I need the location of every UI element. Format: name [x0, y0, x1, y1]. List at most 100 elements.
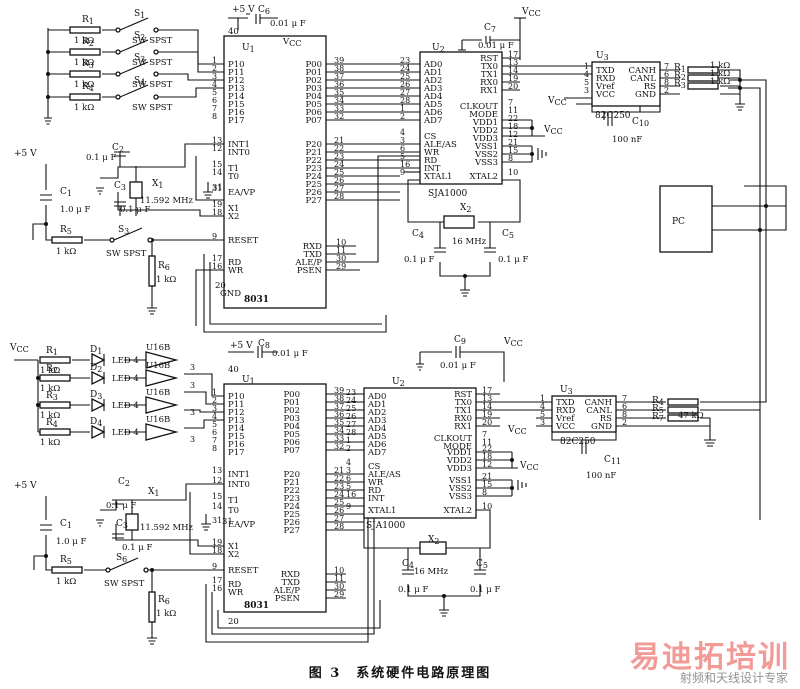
top-u2-right-pin-name: RX1 [480, 86, 498, 96]
bottom-led-resistor-ref: R4 [46, 418, 58, 429]
bottom-u1-p2-name: P26 [283, 518, 300, 528]
bottom-u1-ctrl-number: 30 [334, 582, 344, 591]
top-u1-p0-name: P05 [305, 100, 322, 110]
top-input-resistor-ref-letter: R [82, 37, 89, 47]
top-u2-right-pin-name: TX1 [481, 70, 498, 80]
bottom-buffer-icon [145, 369, 179, 387]
top-x1-value: 11.592 MHz [140, 196, 194, 206]
top-u2-left-pin-name: AD2 [423, 76, 442, 86]
bottom-u2-right-pin-name: RST [454, 390, 472, 400]
bottom-u2-left-pin-number: 3 [346, 466, 351, 475]
bottom-r47-value: 47 kΩ [678, 411, 704, 421]
top-u2-left-pin-number: 6 [400, 144, 405, 153]
bottom-u1-ctrl-name: PSEN [275, 594, 301, 604]
bottom-u2-left-pin-name: WR [368, 478, 384, 488]
bottom-reset-switch-ref: S6 [116, 553, 127, 564]
top-input-switch-contact-a [115, 27, 121, 33]
bottom-reset-switch-ref-index: 6 [122, 555, 127, 564]
bottom-u1-p0-name: P05 [283, 430, 300, 440]
top-input-switch-contact-a [115, 49, 121, 55]
bottom-u1-pin-number: 2 [212, 396, 217, 405]
top-u2-left-pin-number: 4 [400, 128, 405, 137]
bottom-led-ref: D3 [90, 390, 102, 401]
top-reset-resistor [51, 236, 83, 244]
top-c6-value: 0.01 μ F [270, 19, 306, 29]
bottom-u1-pin-number: 17 [212, 576, 222, 585]
top-input-switch-contact-b [153, 71, 159, 77]
bottom-u3-right-pin-number: 2 [622, 418, 627, 427]
top-u2-left-pin-name: AD6 [423, 108, 442, 118]
top-u1-pin-number: 8 [212, 112, 217, 121]
figure-caption: 图 3 系统硬件电路原理图 [308, 666, 492, 681]
top-c4-ref: C4 [412, 229, 424, 240]
top-bus-resistor-ref: R3 [674, 79, 686, 90]
top-u1-pin-number: 4 [212, 80, 217, 89]
bottom-led-resistor-value: 1 kΩ [40, 384, 60, 394]
top-input-switch-lever [119, 39, 149, 53]
top-c7-value: 0.01 μ F [478, 41, 514, 51]
bottom-u1-ctrl-number: 11 [334, 574, 344, 583]
bottom-bus-resistor-ref-index: 5 [659, 406, 664, 415]
bottom-u2-left-pin-name: AD1 [367, 400, 386, 410]
top-u2-left-pin-number: 27 [400, 88, 410, 97]
bottom-u1-p0-number: 38 [334, 394, 344, 403]
bottom-u1-pin-name: INT1 [228, 470, 250, 480]
top-u1-pin-name: GND [220, 289, 241, 299]
top-u1-p0-name: P04 [305, 92, 322, 102]
top-u1-pin40: 40 [228, 27, 239, 37]
bottom-u1-p2-number: 28 [334, 522, 344, 531]
bottom-u2-left-pin-name: ALE/AS [367, 470, 401, 480]
top-u2-right-pin-name: VDD1 [472, 118, 498, 128]
bottom-led-resistor-ref: R3 [46, 391, 58, 402]
bottom-pulldown-resistor-value: 1 kΩ [156, 609, 176, 619]
top-bus-resistor-ref-letter: R [674, 71, 681, 81]
bottom-led-resistor-ref-letter: R [46, 346, 53, 356]
top-u2-ref: U2 [432, 43, 445, 54]
top-u3-right-pin-number: 6 [664, 70, 669, 79]
bottom-u1-p2-number: 25 [334, 498, 344, 507]
bottom-u1-p2-number: 23 [334, 482, 344, 491]
bottom-x2-value: 16 MHz [414, 567, 449, 577]
top-u1-ctrl-number: 11 [336, 246, 346, 255]
top-c7-ref: C7 [484, 23, 496, 34]
top-input-resistor [69, 26, 101, 34]
top-u2-right-pin-number: 20 [508, 82, 518, 91]
bottom-pulldown-resistor [148, 591, 156, 623]
bottom-u2-right-pin-number: 7 [482, 430, 487, 439]
top-pulldown-resistor-value: 1 kΩ [156, 275, 176, 285]
bottom-u1-p0-name: P07 [283, 446, 300, 456]
bottom-led-resistor-ref-index: 2 [53, 366, 58, 375]
top-u2-left-pin-number: 24 [400, 64, 410, 73]
bottom-u1-p0-name: P06 [283, 438, 300, 448]
top-reset-resistor-ref-index: 5 [67, 227, 72, 236]
top-reset-switch-ref: S3 [118, 225, 129, 236]
bottom-u1-pin-number: 8 [212, 444, 217, 453]
bottom-led-resistor-value: 1 kΩ [40, 411, 60, 421]
top-input-switch-ref: S3 [134, 53, 145, 64]
bottom-u2-left-pin-name: INT [368, 494, 385, 504]
bottom-u2-right-pin-name: VDD1 [446, 448, 472, 458]
top-u3-left-pin-name: TXD [596, 66, 615, 76]
top-u3-left-pin-name: RXD [596, 74, 615, 84]
top-u2-left-pin-number: 26 [400, 80, 410, 89]
bottom-u3-right-pin-number: 8 [622, 410, 627, 419]
bottom-u2-right-pin-number: 11 [482, 438, 492, 447]
top-u3-right-pin-number: 7 [664, 62, 669, 71]
top-input-switch-lever [119, 61, 149, 75]
bottom-u1-p2-number: 24 [334, 490, 344, 499]
bottom-u2-left-pin-name: AD5 [367, 432, 386, 442]
top-u2-left-pin-name: AD7 [423, 116, 442, 126]
bottom-buffer-icon [145, 423, 179, 441]
top-u3-ref: U3 [596, 51, 609, 62]
top-bus-resistor-value: 1 kΩ [710, 77, 730, 87]
bottom-u2-left-pin-number: 24 [346, 396, 356, 405]
top-u2-part: SJA1000 [428, 189, 467, 199]
bottom-u2-left-pin-number: 4 [346, 458, 351, 467]
top-u2-left-pin-name: AD0 [423, 60, 442, 70]
top-u1-pin-number: 5 [212, 88, 217, 97]
bottom-c9-value: 0.01 μ F [440, 361, 476, 371]
pc-label: PC [672, 217, 685, 227]
top-input-resistor-ref-index: 1 [89, 17, 94, 26]
top-x2-crystal [443, 215, 475, 229]
